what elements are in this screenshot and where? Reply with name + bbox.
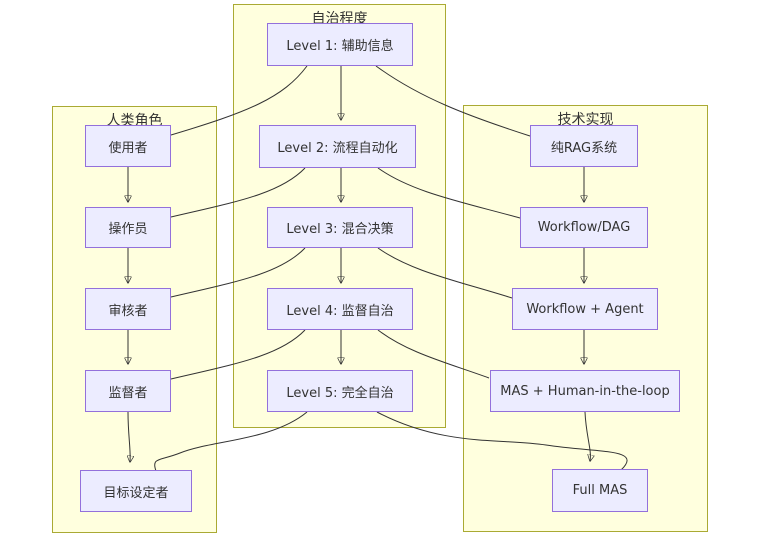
node-level-1: Level 1: 辅助信息 bbox=[267, 23, 413, 66]
node-mas-hitl: MAS + Human-in-the-loop bbox=[490, 370, 680, 412]
node-user: 使用者 bbox=[85, 125, 171, 167]
node-supervisor: 监督者 bbox=[85, 370, 171, 412]
node-level-4: Level 4: 监督自治 bbox=[267, 288, 413, 330]
node-pure-rag: 纯RAG系统 bbox=[530, 125, 638, 167]
node-level-5: Level 5: 完全自治 bbox=[267, 370, 413, 412]
node-workflow-agent: Workflow + Agent bbox=[512, 288, 658, 330]
node-full-mas: Full MAS bbox=[552, 469, 648, 512]
node-level-3: Level 3: 混合决策 bbox=[267, 207, 413, 248]
node-workflow-dag: Workflow/DAG bbox=[520, 207, 648, 248]
node-operator: 操作员 bbox=[85, 207, 171, 248]
node-level-2: Level 2: 流程自动化 bbox=[259, 125, 416, 168]
subgraph-title-tech-implementation: 技术实现 bbox=[557, 112, 614, 128]
node-goal-setter: 目标设定者 bbox=[80, 470, 192, 512]
node-reviewer: 审核者 bbox=[85, 288, 171, 330]
